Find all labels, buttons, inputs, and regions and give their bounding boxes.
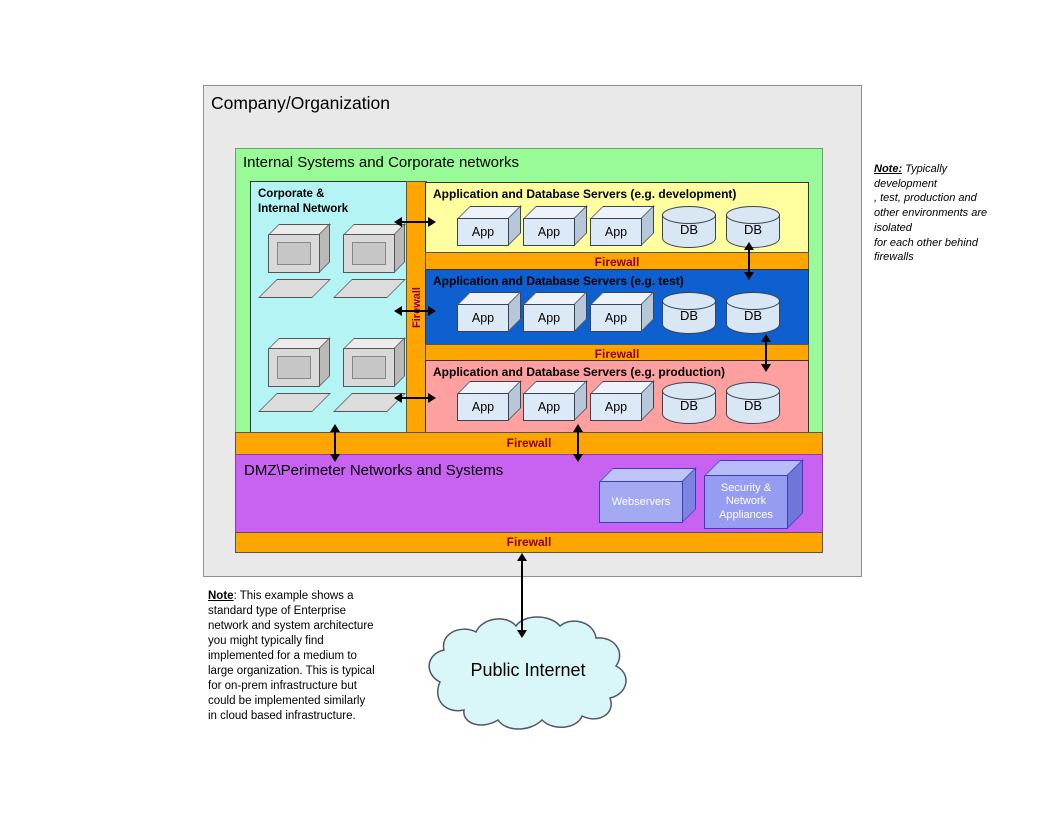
- workstation-icon: [268, 234, 320, 273]
- note-body: Typically development , test, production…: [874, 163, 988, 264]
- monitor-screen: [277, 356, 311, 379]
- database-label: DB: [743, 398, 763, 413]
- database-icon: DB: [726, 292, 780, 334]
- corporate-dev-arrow: [394, 217, 436, 227]
- isolation-note: Note: Typically development , test, prod…: [874, 162, 1014, 265]
- database-label: DB: [679, 308, 699, 323]
- note-prefix: Note:: [874, 163, 903, 175]
- development-servers-title: Application and Database Servers (e.g. d…: [433, 187, 737, 201]
- monitor-screen: [352, 356, 386, 379]
- app-server-icon: App: [590, 218, 642, 246]
- app-server-label: App: [537, 311, 561, 325]
- production-servers-box: Application and Database Servers (e.g. p…: [425, 360, 809, 434]
- note-body: : This example shows a standard type of …: [208, 590, 375, 722]
- app-server-label: App: [537, 225, 561, 239]
- test-servers-title: Application and Database Servers (e.g. t…: [433, 274, 684, 288]
- keyboard-icon: [333, 279, 406, 298]
- database-label: DB: [679, 398, 699, 413]
- internet-cloud-label: Public Internet: [470, 660, 586, 680]
- dev-test-arrow: [744, 242, 754, 280]
- app-server-icon: App: [523, 218, 575, 246]
- database-icon: DB: [662, 206, 716, 248]
- app-server-label: App: [604, 400, 628, 414]
- prod-dmz-arrow: [573, 424, 583, 462]
- database-icon: DB: [662, 382, 716, 424]
- database-label: DB: [743, 222, 763, 237]
- app-server-icon: App: [590, 393, 642, 421]
- monitor-screen: [277, 242, 311, 265]
- dmz-box: DMZ\Perimeter Networks and Systems Webse…: [235, 454, 823, 534]
- firewall-label: Firewall: [506, 436, 552, 450]
- architecture-note: Note: This example shows a standard type…: [208, 589, 413, 723]
- database-icon: DB: [662, 292, 716, 334]
- test-prod-arrow: [761, 334, 771, 372]
- monitor-screen: [352, 242, 386, 265]
- corporate-network-box: Corporate & Internal Network: [250, 181, 408, 434]
- app-server-icon: App: [457, 218, 509, 246]
- firewall-label: Firewall: [594, 347, 640, 361]
- internet-cloud-icon: [428, 616, 627, 730]
- workstation-icon: [268, 348, 320, 387]
- development-servers-box: Application and Database Servers (e.g. d…: [425, 182, 809, 254]
- app-server-label: App: [604, 225, 628, 239]
- keyboard-icon: [258, 393, 331, 412]
- corporate-test-arrow: [394, 306, 436, 316]
- webservers-label: Webservers: [611, 496, 671, 508]
- dmz-internet-firewall-bar: Firewall: [235, 532, 823, 553]
- company-title: Company/Organization: [211, 93, 390, 113]
- test-servers-box: Application and Database Servers (e.g. t…: [425, 269, 809, 346]
- dmz-title: DMZ\Perimeter Networks and Systems: [244, 462, 504, 479]
- internal-systems-title: Internal Systems and Corporate networks: [243, 154, 519, 171]
- webservers-icon: Webservers: [599, 481, 683, 523]
- note-prefix: Note: [208, 590, 234, 602]
- app-server-icon: App: [457, 393, 509, 421]
- corporate-dmz-arrow: [330, 424, 340, 462]
- app-server-label: App: [471, 311, 495, 325]
- app-server-label: App: [471, 225, 495, 239]
- firewall-label: Firewall: [506, 535, 552, 549]
- dmz-internet-arrow: [517, 553, 527, 638]
- app-server-label: App: [537, 400, 561, 414]
- firewall-label: Firewall: [594, 255, 640, 269]
- security-appliances-label: Security & Network Appliances: [719, 482, 773, 521]
- database-icon: DB: [726, 206, 780, 248]
- app-server-label: App: [471, 400, 495, 414]
- database-label: DB: [679, 222, 699, 237]
- workstation-icon: [343, 348, 395, 387]
- database-label: DB: [743, 308, 763, 323]
- corporate-network-title: Corporate & Internal Network: [258, 188, 349, 215]
- app-server-label: App: [604, 311, 628, 325]
- keyboard-icon: [258, 279, 331, 298]
- workstation-icon: [343, 234, 395, 273]
- app-server-icon: App: [523, 304, 575, 332]
- production-servers-title: Application and Database Servers (e.g. p…: [433, 365, 726, 379]
- corporate-prod-arrow: [394, 393, 436, 403]
- app-server-icon: App: [523, 393, 575, 421]
- internal-dmz-firewall-bar: Firewall: [235, 432, 823, 456]
- app-server-icon: App: [590, 304, 642, 332]
- database-icon: DB: [726, 382, 780, 424]
- security-appliances-icon: Security & Network Appliances: [704, 475, 788, 529]
- app-server-icon: App: [457, 304, 509, 332]
